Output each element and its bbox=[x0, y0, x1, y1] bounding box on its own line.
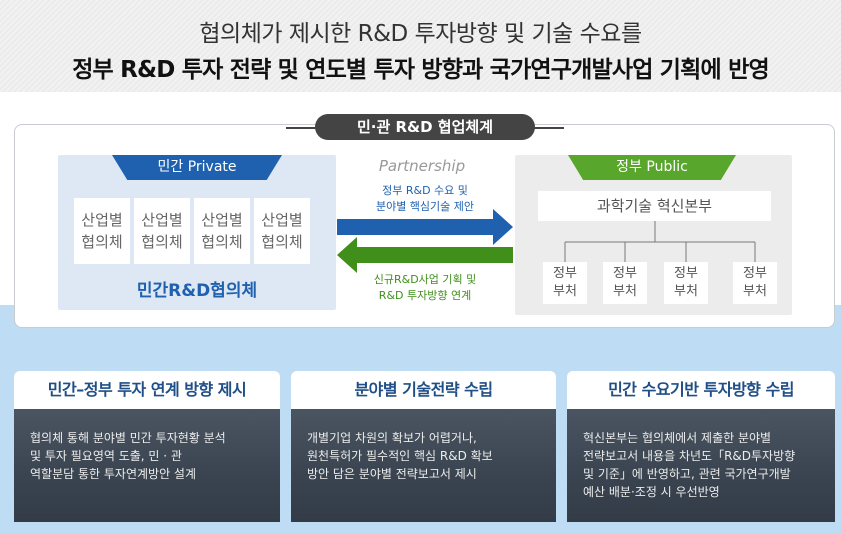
ministry-box: 정부 부처 bbox=[733, 262, 777, 304]
industry-label: 산업별 bbox=[81, 211, 123, 229]
to-private-line-1: 신규R&D사업 기획 및 bbox=[373, 273, 477, 286]
panel-title: 민·관 R&D 협업체계 bbox=[315, 114, 535, 140]
ministry-line-2: 부처 bbox=[743, 284, 767, 299]
industry-label: 산업별 bbox=[201, 211, 243, 229]
industry-label: 산업별 bbox=[141, 211, 183, 229]
card-title: 민간–정부 투자 연계 방향 제시 bbox=[14, 371, 280, 409]
ministry-line-1: 정부 bbox=[553, 266, 577, 281]
card-body: 개별기업 차원의 확보가 어렵거나, 원천특허가 필수적인 핵심 R&D 확보 … bbox=[291, 409, 556, 522]
card-body: 혁신본부는 협의체에서 제출한 분야별 전략보고서 내용을 차년도「R&D투자방… bbox=[567, 409, 835, 522]
header-line-1: 협의체가 제시한 R&D 투자방향 및 기술 수요를 bbox=[199, 21, 642, 47]
council-label: 협의체 bbox=[201, 233, 243, 251]
card-body: 협의체 통해 분야별 민간 투자현황 분석 및 투자 필요영역 도출, 민 · … bbox=[14, 409, 280, 522]
card-line: 개별기업 차원의 확보가 어렵거나, bbox=[307, 431, 477, 445]
industry-council-box: 산업별 협의체 bbox=[74, 198, 130, 264]
industry-council-box: 산업별 협의체 bbox=[194, 198, 250, 264]
card-line: 원천특허가 필수적인 핵심 R&D 확보 bbox=[307, 449, 493, 463]
to-private-line-2: R&D 투자방향 연계 bbox=[378, 289, 472, 302]
council-label: 협의체 bbox=[141, 233, 183, 251]
card-demand-based: 민간 수요기반 투자방향 수립 혁신본부는 협의체에서 제출한 분야별 전략보고… bbox=[567, 371, 835, 522]
card-line: 예산 배분·조정 시 우선반영 bbox=[583, 485, 720, 499]
left-arrow-icon bbox=[337, 237, 513, 273]
innovation-hq-box: 과학기술 혁신본부 bbox=[538, 191, 771, 221]
ministry-line-1: 정부 bbox=[743, 266, 767, 281]
to-public-line-2: 분야별 핵심기술 제안 bbox=[375, 200, 475, 213]
ministry-line-2: 부처 bbox=[553, 284, 577, 299]
industry-label: 산업별 bbox=[261, 211, 303, 229]
industry-council-box: 산업별 협의체 bbox=[254, 198, 310, 264]
header-banner: 협의체가 제시한 R&D 투자방향 및 기술 수요를 정부 R&D 투자 전략 … bbox=[0, 0, 841, 92]
private-tab: 민간 Private bbox=[112, 155, 282, 180]
partnership-arrows bbox=[337, 209, 513, 273]
public-tab: 정부 Public bbox=[568, 155, 736, 180]
right-arrow-icon bbox=[337, 209, 513, 245]
ministry-line-2: 부처 bbox=[613, 284, 637, 299]
card-line: 전략보고서 내용을 차년도「R&D투자방향 bbox=[583, 449, 796, 463]
card-line: 및 투자 필요영역 도출, 민 · 관 bbox=[30, 449, 182, 463]
partnership-label: Partnership bbox=[378, 157, 466, 175]
council-label: 협의체 bbox=[261, 233, 303, 251]
card-line: 및 기준」에 반영하고, 관련 국가연구개발 bbox=[583, 467, 791, 481]
ministry-box: 정부 부처 bbox=[543, 262, 587, 304]
ministry-line-1: 정부 bbox=[613, 266, 637, 281]
card-line: 방안 담은 분야별 전략보고서 제시 bbox=[307, 467, 477, 481]
to-public-line-1: 정부 R&D 수요 및 bbox=[382, 184, 468, 197]
header-line-2: 정부 R&D 투자 전략 및 연도별 투자 방향과 국가연구개발사업 기획에 반… bbox=[72, 57, 769, 83]
private-council-label: 민간R&D협의체 bbox=[136, 281, 258, 301]
card-line: 역할분담 통한 투자연계방안 설계 bbox=[30, 467, 197, 481]
card-tech-strategy: 분야별 기술전략 수립 개별기업 차원의 확보가 어렵거나, 원천특허가 필수적… bbox=[291, 371, 556, 522]
card-title: 분야별 기술전략 수립 bbox=[291, 371, 556, 409]
org-tree-lines bbox=[564, 221, 756, 262]
ministry-line-2: 부처 bbox=[674, 284, 698, 299]
card-line: 혁신본부는 협의체에서 제출한 분야별 bbox=[583, 431, 772, 445]
ministry-box: 정부 부처 bbox=[664, 262, 708, 304]
to-public-text: 정부 R&D 수요 및 분야별 핵심기술 제안 bbox=[350, 183, 500, 215]
ministry-line-1: 정부 bbox=[674, 266, 698, 281]
industry-council-box: 산업별 협의체 bbox=[134, 198, 190, 264]
card-title: 민간 수요기반 투자방향 수립 bbox=[567, 371, 835, 409]
card-line: 협의체 통해 분야별 민간 투자현황 분석 bbox=[30, 431, 226, 445]
card-investment-link: 민간–정부 투자 연계 방향 제시 협의체 통해 분야별 민간 투자현황 분석 … bbox=[14, 371, 280, 522]
to-private-text: 신규R&D사업 기획 및 R&D 투자방향 연계 bbox=[350, 272, 500, 304]
council-label: 협의체 bbox=[81, 233, 123, 251]
ministry-box: 정부 부처 bbox=[603, 262, 647, 304]
